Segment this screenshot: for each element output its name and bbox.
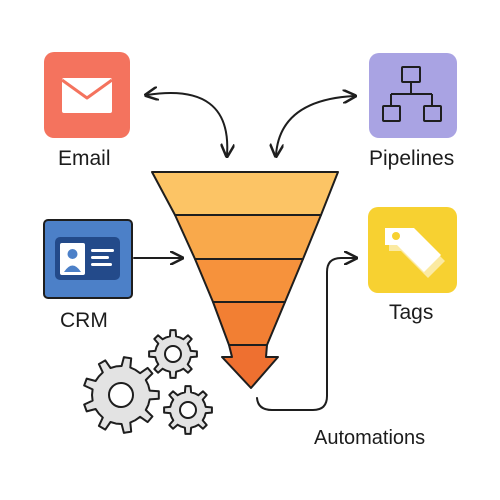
top-small-gear-hub: [164, 345, 182, 363]
email-label: Email: [58, 147, 111, 170]
email-tile: [44, 52, 130, 138]
envelope-icon: [61, 78, 113, 113]
tag-icon: [385, 228, 445, 278]
connector-arrows: [133, 93, 355, 411]
pipelines-arrow: [276, 96, 354, 155]
crm-tile: [43, 219, 133, 299]
pipelines-tile: [369, 53, 457, 138]
funnel: [151, 171, 339, 389]
funnel-layer-3: [194, 258, 304, 303]
funnel-spout: [221, 344, 279, 389]
pipelines-label: Pipelines: [369, 147, 455, 170]
bottom-small-gear-hub: [179, 401, 197, 419]
id-card-icon: [55, 237, 120, 280]
funnel-layer-2: [174, 214, 322, 260]
funnel-layer-1: [151, 171, 339, 216]
tags-tile: [368, 207, 457, 293]
crm-label: CRM: [60, 309, 108, 332]
org-chart-icon: [382, 66, 442, 122]
funnel-layer-4: [212, 301, 286, 346]
gears-icon: [83, 329, 213, 435]
tags-label: Tags: [389, 301, 434, 324]
email-arrow: [147, 93, 227, 155]
automations-label: Automations: [314, 427, 426, 449]
large-gear-hub: [108, 382, 134, 408]
automations-arrow: [256, 258, 355, 411]
